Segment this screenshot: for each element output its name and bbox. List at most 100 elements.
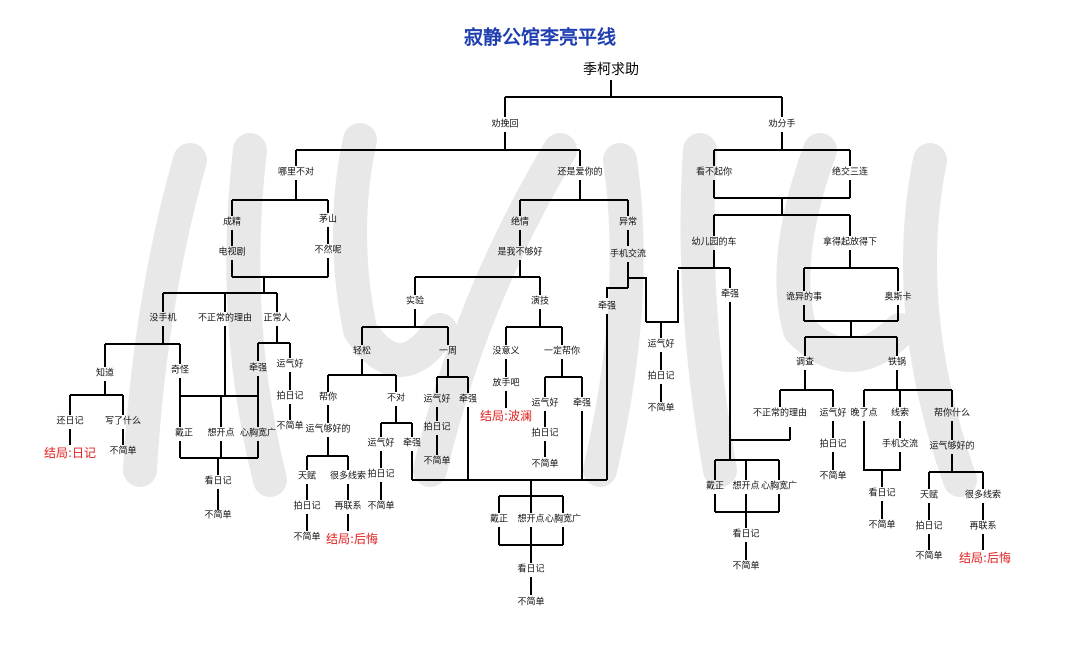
connector	[779, 370, 834, 407]
watermark-stroke	[226, 133, 287, 497]
node-bangnizuo: 帮你什么	[933, 408, 971, 419]
node-yanji: 演技	[530, 296, 550, 307]
node-haishiaini: 还是爱你的	[557, 167, 603, 178]
node-diaocha: 调查	[795, 357, 815, 368]
node-pairiji-f: 拍日记	[647, 371, 675, 382]
node-wanle: 晚了点	[850, 408, 878, 419]
ending-houhui-b: 结局:后悔	[958, 551, 1012, 565]
node-daizheng-c: 戴正	[705, 481, 725, 492]
connector	[104, 326, 181, 367]
node-shoujijiaoliu-a: 手机交流	[609, 249, 647, 260]
node-aosika: 奥斯卡	[884, 292, 912, 303]
connector	[179, 441, 259, 475]
connector	[803, 305, 899, 337]
node-guiyi: 诡异的事	[785, 292, 823, 303]
node-qianqiang-c: 牵强	[458, 394, 478, 405]
connector	[414, 260, 541, 295]
node-zhidao: 知道	[95, 368, 115, 379]
connector	[714, 440, 780, 480]
node-bujiandan-h: 不简单	[517, 597, 545, 608]
connector	[882, 421, 901, 471]
watermark-stroke	[333, 123, 457, 377]
node-yunqihao-c: 运气好	[531, 398, 559, 409]
node-shiyan: 实验	[405, 296, 425, 307]
node-bujiandan-i: 不简单	[647, 403, 675, 414]
node-qianqiang-f: 牵强	[720, 289, 740, 300]
node-bujiandan-g: 不简单	[293, 532, 321, 543]
node-pairiji-d: 拍日记	[367, 469, 395, 480]
node-chengjing: 成精	[222, 217, 242, 228]
connector	[179, 395, 259, 427]
watermark-stroke	[776, 133, 917, 372]
node-xiansuo: 线索	[890, 408, 910, 419]
connector	[678, 250, 731, 288]
node-daizheng-a: 戴正	[174, 428, 194, 439]
connector	[231, 227, 329, 246]
connector	[713, 214, 851, 236]
connector	[505, 309, 563, 345]
node-yunqigouhao-b: 运气够好的	[929, 441, 975, 452]
node-kanriji-a: 看日记	[204, 476, 232, 487]
connector	[69, 429, 124, 445]
root-node: 季柯求助	[583, 62, 639, 78]
connector	[627, 262, 647, 322]
node-yidingbangni: 一定帮你	[543, 346, 581, 357]
diagram-title: 寂静公馆李亮平线	[463, 26, 617, 49]
connector	[498, 527, 564, 563]
connector	[257, 326, 291, 361]
node-buzhengchang-1: 不正常的理由	[197, 313, 253, 324]
connector	[928, 421, 984, 489]
connector	[498, 480, 564, 513]
node-qianqiang-b: 牵强	[597, 301, 617, 312]
ending-bolan: 结局:波澜	[479, 409, 533, 423]
node-meishouji: 没手机	[149, 313, 177, 324]
node-meiyiyi: 没意义	[492, 346, 520, 357]
connector	[411, 314, 608, 481]
node-xiele: 写了什么	[104, 416, 142, 427]
node-pairiji-a: 拍日记	[276, 391, 304, 402]
node-kanriji-b: 看日记	[517, 564, 545, 575]
ending-riji: 结局:日记	[43, 446, 97, 460]
connector	[306, 405, 349, 470]
node-daizheng-b: 戴正	[489, 514, 509, 525]
node-bujiandan-l: 不简单	[915, 551, 943, 562]
node-pairiji-g: 拍日记	[819, 439, 847, 450]
node-buranne: 不然呢	[314, 245, 342, 256]
connector	[713, 132, 851, 166]
node-qianqiang-e: 牵强	[402, 438, 422, 449]
connector	[863, 421, 883, 519]
node-qianqiang-a: 牵强	[248, 363, 268, 374]
connector	[306, 484, 349, 531]
node-yunqigouhao-a: 运气够好的	[305, 424, 351, 435]
node-dianshiju: 电视剧	[218, 247, 246, 258]
node-yunqihao-f: 运气好	[819, 408, 847, 419]
node-buzhengchang-2: 不正常的理由	[752, 408, 808, 419]
node-qianqiang-d: 牵强	[572, 398, 592, 409]
watermark-stroke	[903, 143, 977, 497]
watermark-stroke	[123, 143, 207, 487]
connector	[327, 359, 397, 392]
node-shoujijiaoliu-b: 手机交流	[881, 439, 919, 450]
node-nalibudui: 哪里不对	[277, 167, 315, 178]
node-kanriji-c: 看日记	[868, 488, 896, 499]
node-yunqihao-e: 运气好	[647, 339, 675, 350]
connector	[803, 250, 899, 291]
connector	[179, 326, 259, 396]
node-juejiaosanlian: 绝交三连	[831, 167, 869, 178]
node-pairiji-e: 拍日记	[293, 501, 321, 512]
node-kanriji-d: 看日记	[732, 529, 760, 540]
connector	[436, 359, 469, 393]
watermark-stroke	[583, 143, 644, 487]
connector	[162, 292, 278, 312]
node-tieguo: 铁锅	[887, 357, 907, 368]
node-bujiandan-c: 不简单	[204, 510, 232, 521]
node-yunqihao-b: 运气好	[423, 394, 451, 405]
node-quanwanhui: 劝挽回	[491, 119, 519, 130]
node-pairiji-b: 拍日记	[423, 422, 451, 433]
node-nadeqi: 拿得起放得下	[822, 237, 878, 248]
node-kanbuqini: 看不起你	[695, 167, 733, 178]
node-bujiandan-d: 不简单	[423, 456, 451, 467]
node-qiguai: 奇怪	[170, 365, 190, 376]
node-bujiandan-n: 不简单	[732, 561, 760, 572]
